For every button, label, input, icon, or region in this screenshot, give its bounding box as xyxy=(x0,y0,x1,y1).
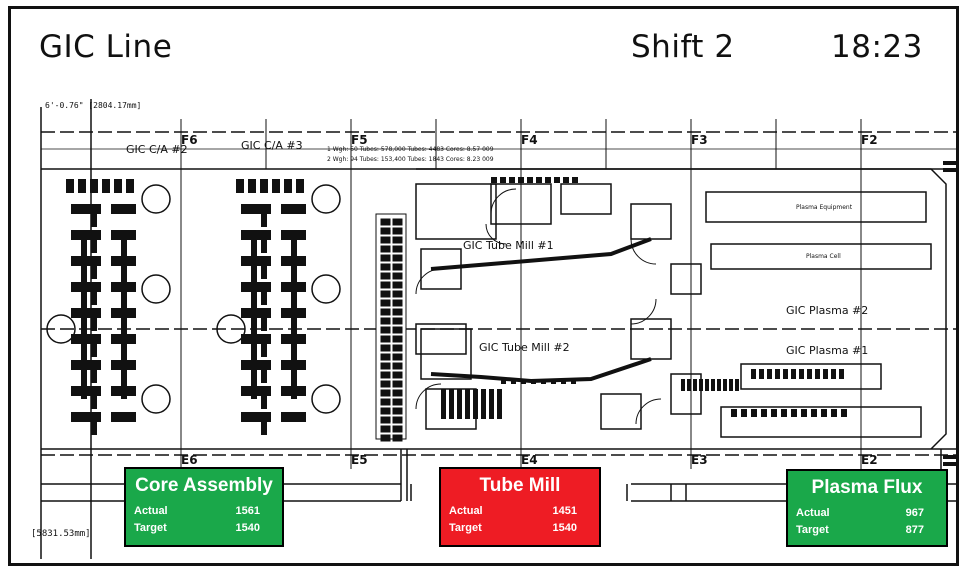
shift-label: Shift 2 xyxy=(631,29,735,65)
area-label-ca3: GIC C/A #3 xyxy=(241,139,303,152)
kpi-target-value: 1540 xyxy=(235,522,260,534)
column-f4: F4 xyxy=(521,133,538,147)
dashboard-frame: GIC Line Shift 2 18:23 xyxy=(8,6,959,566)
kpi-actual-row: Actual 1561 xyxy=(134,505,260,517)
kpi-actual-row: Actual 1451 xyxy=(449,505,577,517)
kpi-actual-value: 1451 xyxy=(552,505,577,517)
dimension-top: 6'-0.76" [2804.17mm] xyxy=(45,101,142,110)
kpi-target-value: 1540 xyxy=(552,522,577,534)
column-f5: F5 xyxy=(351,133,368,147)
note-plasma-cell: Plasma Cell xyxy=(806,253,841,260)
area-label-tube2: GIC Tube Mill #2 xyxy=(479,341,570,354)
column-e2: E2 xyxy=(861,453,878,467)
kpi-title: Tube Mill xyxy=(479,475,561,496)
kpi-core-assembly[interactable]: Core Assembly Actual 1561 Target 1540 xyxy=(124,467,284,547)
area-label-plasma1: GIC Plasma #1 xyxy=(786,344,869,357)
kpi-actual-label: Actual xyxy=(134,505,168,517)
header: GIC Line Shift 2 18:23 xyxy=(11,9,956,87)
column-f6: F6 xyxy=(181,133,198,147)
kpi-tube-mill[interactable]: Tube Mill Actual 1451 Target 1540 xyxy=(439,467,601,547)
floor-plan: 6'-0.76" [2804.17mm] [5831.53mm] F6 F5 F… xyxy=(31,89,956,559)
kpi-target-label: Target xyxy=(134,522,167,534)
kpi-target-row: Target 1540 xyxy=(134,522,260,534)
kpi-title: Core Assembly xyxy=(135,475,273,496)
kpi-actual-label: Actual xyxy=(796,507,830,519)
kpi-actual-value: 1561 xyxy=(235,505,260,517)
column-e5: E5 xyxy=(351,453,368,467)
floor-plan-drawing xyxy=(40,99,956,559)
kpi-target-label: Target xyxy=(449,522,482,534)
dimension-bottom: [5831.53mm] xyxy=(31,529,91,539)
kpi-title: Plasma Flux xyxy=(811,477,923,498)
column-f2: F2 xyxy=(861,133,878,147)
line-title: GIC Line xyxy=(39,29,173,65)
kpi-target-label: Target xyxy=(796,524,829,536)
kpi-actual-label: Actual xyxy=(449,505,483,517)
column-e3: E3 xyxy=(691,453,708,467)
kpi-target-row: Target 1540 xyxy=(449,522,577,534)
note-line-1: 1 Wgh: 50 Tubes: 578,000 Tubes: 4483 Cor… xyxy=(327,146,494,153)
kpi-target-row: Target 877 xyxy=(796,524,924,536)
kpi-actual-value: 967 xyxy=(905,507,924,519)
kpi-target-value: 877 xyxy=(905,524,924,536)
column-e4: E4 xyxy=(521,453,538,467)
column-f3: F3 xyxy=(691,133,708,147)
note-line-2: 2 Wgh: 94 Tubes: 153,400 Tubes: 1843 Cor… xyxy=(327,156,494,163)
kpi-plasma-flux[interactable]: Plasma Flux Actual 967 Target 877 xyxy=(786,469,948,547)
note-plasma-equipment: Plasma Equipment xyxy=(796,204,853,211)
area-label-plasma2: GIC Plasma #2 xyxy=(786,304,869,317)
clock: 18:23 xyxy=(831,29,923,65)
column-e6: E6 xyxy=(181,453,198,467)
area-label-tube1: GIC Tube Mill #1 xyxy=(463,239,554,252)
area-label-ca2: GIC C/A #2 xyxy=(126,143,188,156)
kpi-actual-row: Actual 967 xyxy=(796,507,924,519)
